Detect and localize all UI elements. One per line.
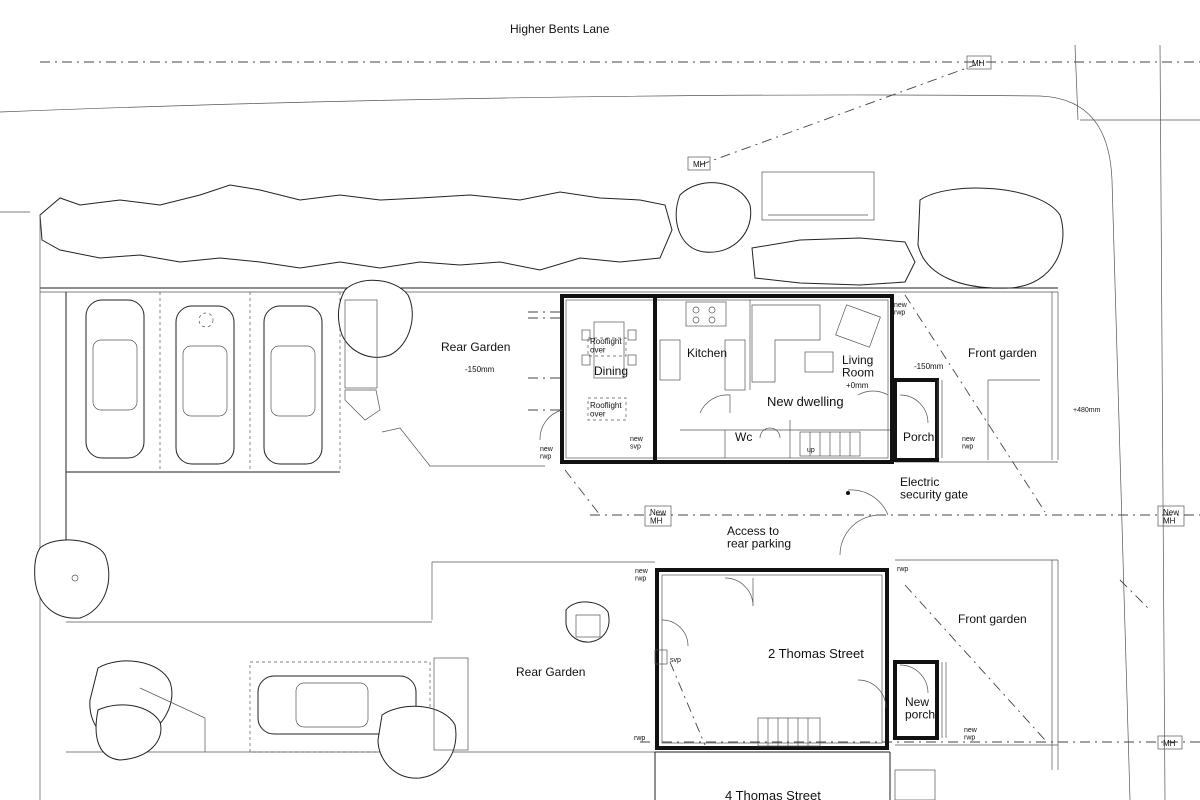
stairs: [799, 431, 861, 457]
front-garden-bottom-label: Front garden: [958, 612, 1027, 626]
dining-label: Dining: [594, 364, 628, 378]
parking-bays: [159, 292, 431, 753]
kitchen-label: Kitchen: [687, 346, 727, 360]
thomas-4-plan: [654, 751, 936, 800]
thomas2-rwp-bl: rwp: [634, 735, 645, 742]
rear-garden-top-level: -150mm: [465, 365, 495, 374]
drainage: [564, 294, 1200, 746]
porch-label: Porch: [903, 430, 934, 444]
mh-top-label: MH: [972, 59, 985, 68]
rear-garden-top-label: Rear Garden: [441, 340, 510, 354]
road-lines: [0, 44, 1200, 800]
front-garden-top-label: Front garden: [968, 346, 1037, 360]
hedge: [39, 171, 1064, 289]
mh-bottom-label: MH: [1163, 739, 1176, 748]
manhole-boxes: [644, 55, 1185, 750]
new-dwelling-title: New dwelling: [767, 394, 844, 409]
car-1: [85, 299, 145, 459]
thomas4-title: 4 Thomas Street: [725, 788, 821, 800]
thomas-2-plan: [654, 568, 947, 750]
car-2: [175, 305, 235, 465]
car-3: [263, 305, 323, 465]
wc-label: Wc: [735, 430, 752, 444]
stairs-up-label: up: [807, 447, 815, 454]
car-4: [257, 675, 417, 735]
dwelling-level: +0mm: [846, 381, 869, 390]
level-right: +480mm: [1073, 407, 1101, 414]
front-garden-top-level: -150mm: [914, 362, 944, 371]
rear-garden-bottom-label: Rear Garden: [516, 665, 585, 679]
thomas2-svp: svp: [670, 657, 681, 664]
mh-upper-label: MH: [693, 160, 706, 169]
new-dwelling-plan: [528, 294, 943, 556]
thomas2-rwp-tr: rwp: [897, 566, 908, 573]
thomas2-title: 2 Thomas Street: [768, 646, 864, 661]
trees: [34, 279, 610, 779]
road-name: Higher Bents Lane: [510, 22, 610, 36]
